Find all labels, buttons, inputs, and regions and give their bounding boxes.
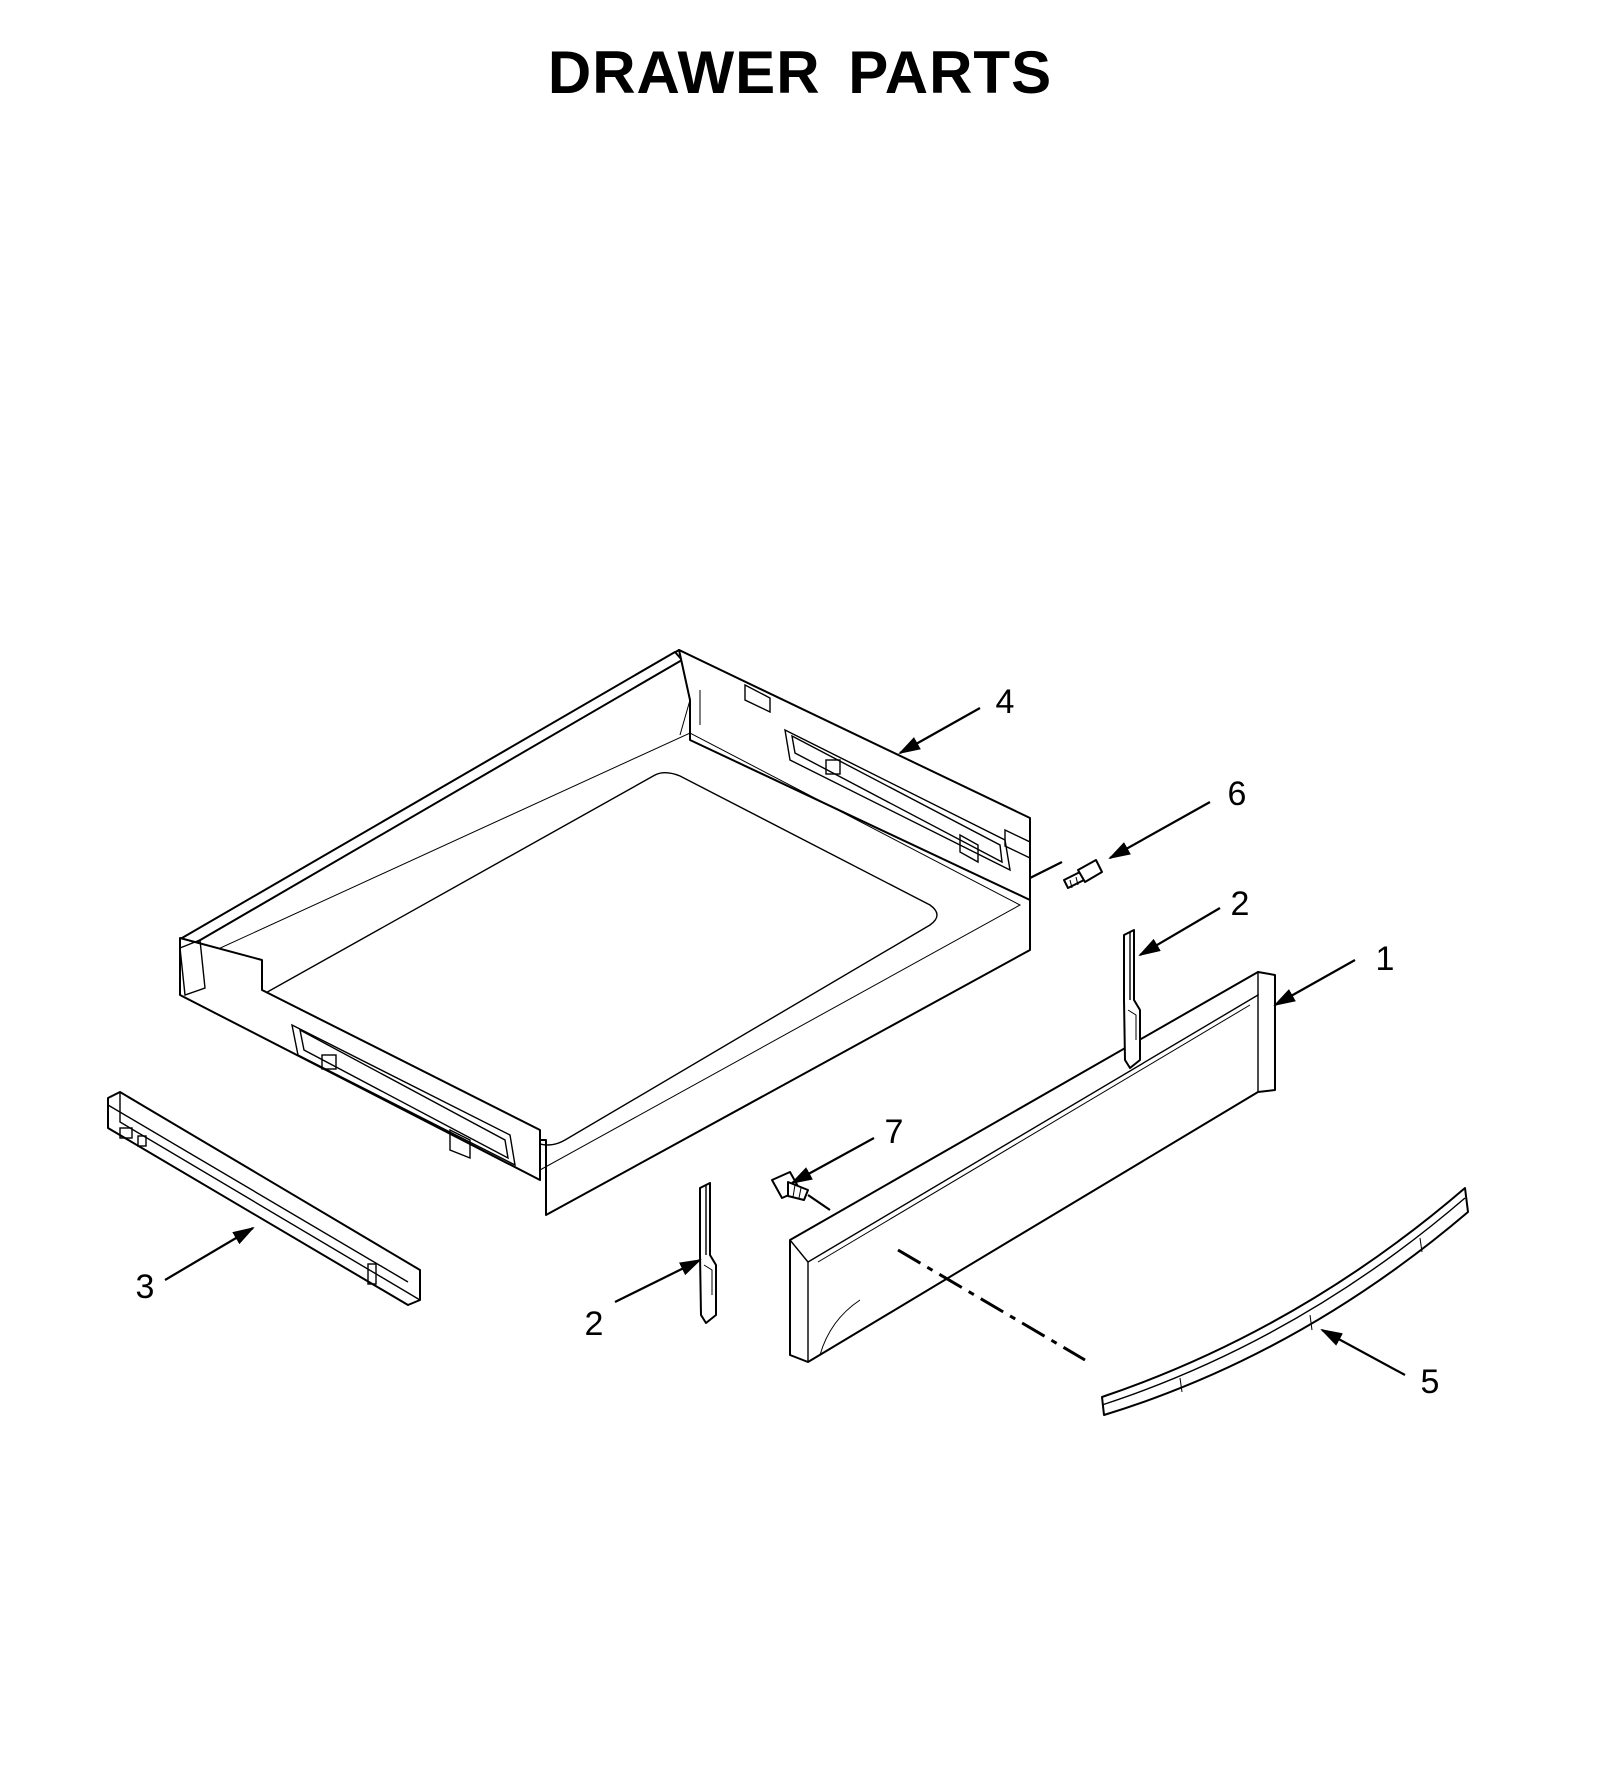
drawer-handle-part-5 — [1101, 1187, 1469, 1416]
callout-2-upper: 2 — [1231, 885, 1250, 923]
slide-bracket-part-2-upper — [1123, 929, 1141, 1069]
leader-arrow-2-upper — [1138, 907, 1221, 957]
assembly-dash-line — [897, 1248, 1086, 1362]
leader-arrow-6 — [1108, 801, 1211, 859]
callout-5: 5 — [1421, 1363, 1440, 1401]
drawer-body-part-4 — [179, 649, 1031, 1216]
callout-4: 4 — [996, 683, 1015, 721]
drawer-front-part-1 — [789, 971, 1276, 1363]
callout-7: 7 — [885, 1113, 904, 1151]
leader-arrow-5 — [1320, 1329, 1406, 1376]
diagram-title: DRAWER PARTS — [547, 39, 1053, 106]
callout-2-lower: 2 — [585, 1305, 604, 1343]
callout-6: 6 — [1228, 775, 1247, 813]
slide-rail-part-3 — [107, 1091, 421, 1306]
leader-arrow-4 — [898, 707, 981, 754]
leader-arrow-1 — [1273, 959, 1356, 1006]
leader-arrow-2-lower — [614, 1259, 702, 1303]
callout-1: 1 — [1376, 940, 1395, 978]
leader-arrow-3 — [164, 1226, 255, 1281]
screw-part-6 — [1029, 859, 1103, 889]
slide-bracket-part-2-lower — [699, 1182, 717, 1324]
callout-3: 3 — [136, 1268, 155, 1306]
leader-arrow-7 — [790, 1137, 875, 1184]
